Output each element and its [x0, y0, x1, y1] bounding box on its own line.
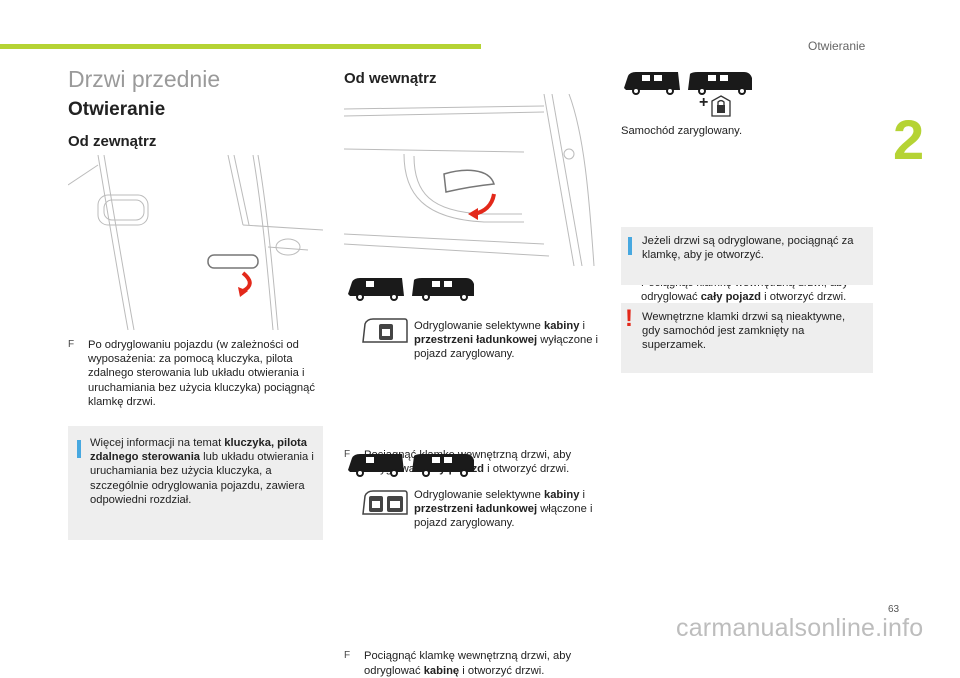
info-bar-icon — [628, 237, 632, 255]
bullet-text-part: i otworzyć drzwi. — [484, 463, 570, 476]
van-pair-1 — [346, 274, 476, 304]
caption-bold: przestrzeni ładunkowej — [414, 334, 538, 347]
chapter-number: 2 — [893, 108, 925, 171]
van-icon — [624, 72, 752, 95]
accent-bar — [0, 44, 481, 49]
van-icon — [348, 278, 474, 301]
bullet-text-bold: cały pojazd — [700, 291, 762, 304]
bullet-text-bold: kabinę — [423, 664, 460, 677]
page-title: Drzwi przednie — [68, 66, 221, 92]
outside-handle-illustration — [68, 155, 323, 330]
footer-watermark: carmanualsonline.info — [676, 614, 924, 642]
info-box-right: Jeżeli drzwi są odryglowane, pociągnąć z… — [621, 227, 873, 285]
bullet-marker-icon: F — [344, 449, 351, 461]
caption-part: i — [579, 489, 586, 501]
superlock-icon — [711, 95, 731, 117]
subheading-inside: Od wewnątrz — [344, 70, 437, 87]
caption-selective-on: Odryglowanie selektywne kabiny i przestr… — [414, 488, 600, 531]
info-text-part: Więcej informacji na temat — [90, 437, 225, 449]
section-heading: Otwieranie — [68, 99, 166, 120]
bullet-inside-2: F Pociągnąć klamkę wewnętrzną drzwi, aby… — [344, 649, 620, 677]
inside-handle-illustration — [344, 94, 599, 266]
caption-selective-off: Odryglowanie selektywne kabiny i przestr… — [414, 319, 600, 362]
section-name: Otwieranie — [808, 39, 866, 53]
door-outside-icon — [68, 155, 323, 330]
page-number: 63 — [888, 604, 900, 615]
caption-bold: przestrzeni ładunkowej — [414, 503, 538, 516]
bullet-marker-icon: F — [344, 650, 351, 662]
bullet-text-part: i otworzyć drzwi. — [761, 291, 847, 304]
subheading-outside: Od zewnątrz — [68, 133, 157, 150]
superlock-badge — [711, 95, 731, 117]
cabin-lock-icon — [362, 318, 408, 343]
caption-bold: kabiny — [543, 320, 580, 332]
warning-box-text: Wewnętrzne klamki drzwi są nieaktywne, g… — [642, 311, 846, 352]
lock-badge-1 — [361, 316, 409, 346]
van-pair-3 — [622, 68, 754, 98]
plus-sign: + — [699, 94, 709, 111]
caption-part: Odryglowanie selektywne — [414, 489, 544, 501]
info-bar-icon — [77, 440, 81, 458]
door-inside-icon — [344, 94, 595, 266]
info-text-part: lub układu otwierania i uruchamiania bez… — [90, 451, 314, 506]
info-box-left: Więcej informacji na temat kluczyka, pil… — [68, 426, 323, 540]
warning-icon: ! — [625, 305, 633, 332]
cabin-cargo-lock-icon — [362, 490, 408, 515]
caption-part: wyłączone i pojazd zaryglowany. — [414, 334, 599, 361]
lock-badge-2 — [361, 488, 409, 518]
van-icon — [348, 454, 474, 477]
warning-box: ! Wewnętrzne klamki drzwi są nieaktywne,… — [621, 303, 873, 373]
van-pair-2 — [346, 450, 476, 480]
status-locked: Samochód zaryglowany. — [621, 125, 743, 137]
bullet-outside-text: Po odryglowaniu pojazdu (w zależności od… — [88, 339, 315, 408]
info-text-bold: kluczyka, pilota zdalnego sterowania — [90, 437, 307, 464]
bullet-marker-icon: F — [68, 339, 75, 350]
bullet-text-part: i otworzyć drzwi. — [459, 664, 545, 677]
caption-part: włączone i pojazd zaryglowany. — [414, 503, 593, 530]
caption-bold: kabiny — [543, 489, 580, 501]
bullet-outside: F Po odryglowaniu pojazdu (w zależności … — [68, 338, 340, 409]
caption-part: i — [579, 320, 586, 332]
info-box-left-text: Więcej informacji na temat kluczyka, pil… — [90, 436, 315, 507]
caption-part: Odryglowanie selektywne — [414, 320, 544, 332]
info-box-right-text: Jeżeli drzwi są odryglowane, pociągnąć z… — [642, 235, 854, 262]
